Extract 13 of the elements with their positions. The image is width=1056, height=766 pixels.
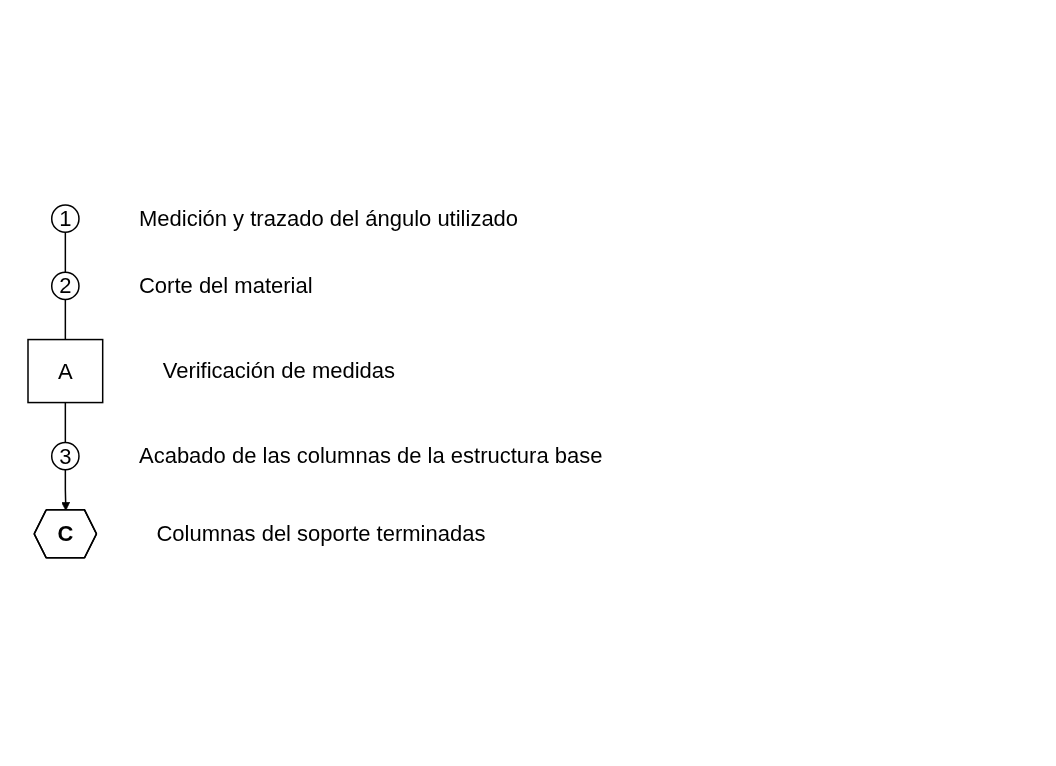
node-circle: 1 xyxy=(50,204,80,234)
node-circle: 2 xyxy=(50,271,80,301)
connector xyxy=(64,231,67,274)
connector xyxy=(64,401,67,444)
arrow xyxy=(61,469,71,511)
connector xyxy=(64,298,67,341)
step-description: Medición y trazado del ángulo utilizado xyxy=(138,205,519,232)
step-description: Verificación de medidas xyxy=(162,358,396,385)
step-description: Acabado de las columnas de la estructura base xyxy=(138,443,603,470)
step-description: Corte del material xyxy=(138,272,313,299)
node-box: A xyxy=(27,338,104,404)
step-description: Columnas del soporte terminadas xyxy=(156,520,486,547)
node-circle: 3 xyxy=(50,441,80,471)
